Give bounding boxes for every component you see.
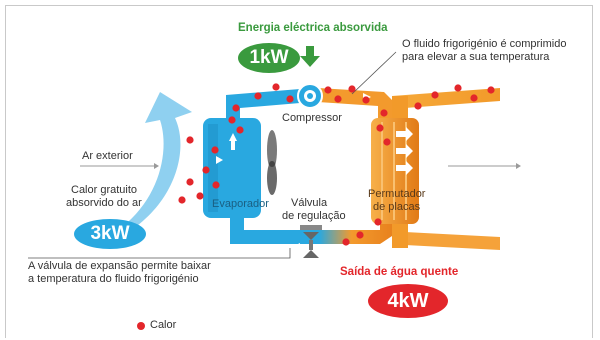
valve-label-line1: Válvula (291, 197, 328, 209)
compressor-icon (297, 83, 323, 109)
free-heat-line1: Calor gratuito (71, 184, 138, 196)
legend-heat-dot (137, 322, 145, 330)
power-free-badge: 3kW (74, 219, 146, 249)
exchanger-label-line1: Permutador (368, 188, 426, 200)
plate-heat-exchanger (371, 118, 419, 224)
energy-label: Energia eléctrica absorvida (238, 22, 388, 34)
outside-air-label: Ar exterior (82, 150, 133, 162)
air-in-arrow (80, 163, 159, 169)
expansion-note-line2: a temperatura do fluido frigorigénio (28, 273, 199, 285)
expansion-note-line1: A válvula de expansão permite baixar (28, 260, 211, 272)
expansion-valve-icon (300, 225, 322, 258)
hot-water-label: Saída de água quente (340, 266, 459, 278)
leader-lines (28, 51, 397, 259)
exchanger-label-line2: de placas (373, 201, 421, 213)
power-in-badge: 1kW (238, 43, 300, 73)
compressor-label: Compressor (282, 112, 342, 124)
power-out-badge: 4kW (368, 284, 448, 318)
compressed-note-line2: para elevar a sua temperatura (402, 51, 550, 63)
free-heat-line2: absorvido do ar (66, 197, 142, 209)
heat-dots (178, 83, 495, 246)
valve-label-line2: de regulação (282, 210, 346, 222)
fan-icon (267, 130, 277, 195)
air-flow-arrow (118, 92, 192, 238)
diagram-frame (5, 5, 593, 338)
legend-label: Calor (150, 319, 177, 331)
warm-air-out-arrow (448, 163, 521, 169)
energy-input-arrow (300, 46, 320, 67)
compressed-note-line1: O fluido frigorigénio é comprimido (402, 38, 567, 50)
evaporator-label: Evaporador (212, 198, 269, 210)
evaporator (203, 118, 261, 218)
